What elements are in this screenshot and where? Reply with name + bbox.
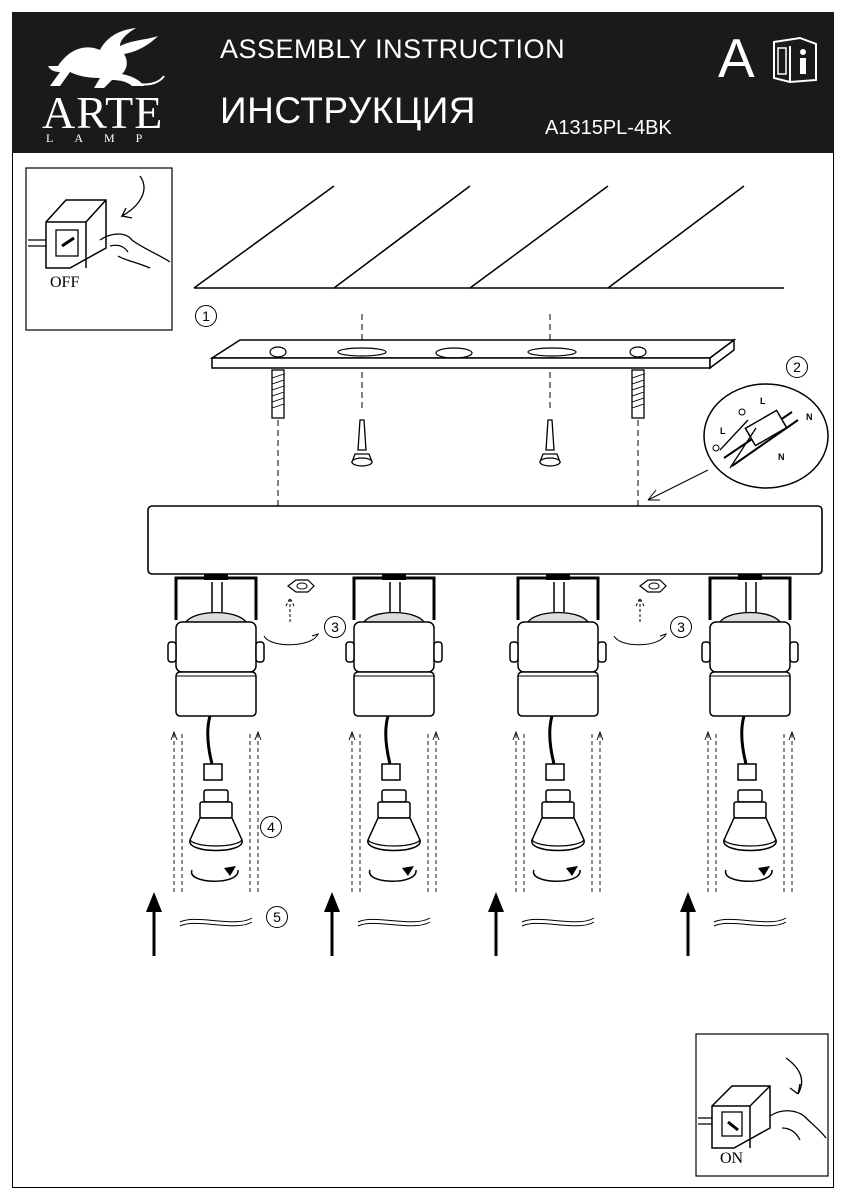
spotlight-heads [146,574,799,956]
wire-label-l-top: L [760,396,766,406]
ceiling [193,185,784,289]
brand-sub: LAMP [46,131,164,145]
title-ru: ИНСТРУКЦИЯ [220,90,477,131]
brand-name: ARTE [42,87,164,138]
wiring-detail: L N L N [647,383,829,501]
nut-right [613,579,667,646]
screws [351,419,561,467]
switch-off-panel [25,167,173,331]
hand-icon [99,233,171,269]
threaded-studs [271,369,645,419]
wire-label-n-bottom: N [778,452,785,462]
step-3-marker-right: 3 [670,616,692,638]
fixture-base [147,505,823,575]
step-2-marker: 2 [786,356,808,378]
spotlight-4 [680,574,799,956]
step-5-marker: 5 [266,906,288,928]
spotlight-3 [488,574,607,956]
griffin-logo-icon [48,28,165,88]
switch-on-panel [695,1033,829,1177]
curved-arrow-icon [120,175,145,219]
step-1-marker: 1 [195,305,217,327]
info-book-icon [773,36,817,84]
spotlight-2 [324,574,443,956]
title-en: ASSEMBLY INSTRUCTION [220,34,566,64]
model-number: A1315PL-4BK [545,117,672,139]
wire-label-l-bottom: L [720,426,726,436]
wall-switch-icon [28,199,107,269]
switch-off-label: OFF [50,274,80,291]
doc-letter: A [718,27,755,89]
nut-left [263,579,319,646]
step-3-marker-left: 3 [324,616,346,638]
header-bar: ARTE LAMP ASSEMBLY INSTRUCTION ИНСТРУКЦИ… [12,12,834,153]
wire-label-n-top: N [806,412,813,422]
spotlight-1 [146,574,265,956]
step-4-marker: 4 [260,816,282,838]
mounting-bracket [209,338,737,370]
switch-on-label: ON [720,1150,744,1167]
